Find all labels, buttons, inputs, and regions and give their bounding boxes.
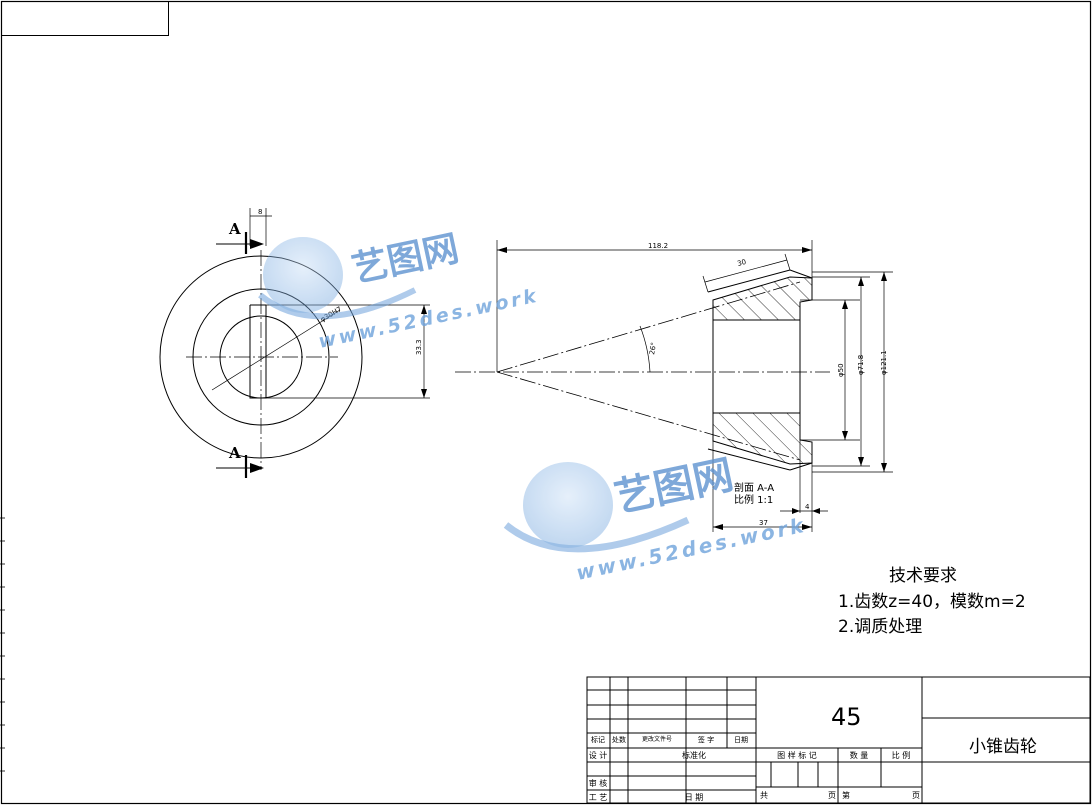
section-marker-top: A bbox=[228, 220, 241, 238]
tb-total: 共 bbox=[760, 791, 768, 800]
section-marker-bottom: A bbox=[228, 444, 241, 462]
watermark-2: 艺图网 www.52des.work bbox=[503, 452, 808, 585]
tb-design: 设 计 bbox=[588, 751, 608, 760]
tb-standardization: 标准化 bbox=[682, 751, 706, 760]
tech-requirement-1: 1.齿数z=40，模数m=2 bbox=[838, 592, 1026, 612]
left-edge-ticks bbox=[0, 517, 5, 772]
corner-box bbox=[1, 1, 169, 36]
part-name: 小锥齿轮 bbox=[969, 737, 1037, 757]
dim-pitch-angle: 26° bbox=[648, 342, 658, 356]
tb-label-sign: 签 字 bbox=[697, 736, 715, 744]
section-title: 剖面 A-A bbox=[734, 481, 774, 494]
tech-requirements-title: 技术要求 bbox=[889, 566, 957, 586]
hatch-lower bbox=[712, 412, 813, 465]
section-scale: 比例 1:1 bbox=[734, 493, 773, 506]
front-view bbox=[159, 208, 430, 478]
dim-tip-dia: φ121.1 bbox=[880, 350, 888, 375]
dim-keyway-width: 8 bbox=[258, 208, 262, 216]
tb-scale: 比 例 bbox=[891, 751, 911, 760]
tb-quantity: 数 量 bbox=[849, 751, 869, 760]
tb-page: 页 bbox=[912, 791, 920, 800]
dim-offset: 4 bbox=[805, 503, 810, 511]
material-value: 45 bbox=[831, 703, 862, 731]
tb-number: 第 bbox=[842, 791, 850, 800]
title-block-grid bbox=[586, 676, 1091, 804]
section-view bbox=[455, 240, 893, 532]
tb-label-date: 日期 bbox=[734, 736, 748, 744]
tb-review: 审 核 bbox=[588, 779, 608, 788]
watermark-1: 艺图网 www.52des.work bbox=[258, 228, 541, 353]
dim-pitch-dia: φ71.8 bbox=[857, 355, 865, 375]
tb-label-count: 处数 bbox=[612, 736, 626, 744]
watermark-1-brand: 艺图网 bbox=[348, 228, 462, 291]
tb-date: 日 期 bbox=[684, 793, 704, 802]
front-view-arrows bbox=[250, 239, 427, 473]
tb-sheet: 页 bbox=[828, 791, 836, 800]
watermark-1-site: www.52des.work bbox=[316, 285, 540, 353]
tech-requirement-2: 2.调质处理 bbox=[838, 617, 923, 637]
tb-label-mark: 标记 bbox=[591, 736, 605, 744]
tb-stage-label: 图 样 标 记 bbox=[777, 751, 817, 760]
dim-cone-distance: 118.2 bbox=[648, 242, 668, 250]
tb-label-change-doc: 更改文件号 bbox=[641, 736, 673, 743]
tb-process: 工 艺 bbox=[588, 793, 608, 802]
dim-hub-length: 37 bbox=[759, 519, 768, 527]
dim-keyway-depth: 33.3 bbox=[415, 339, 423, 355]
dim-face-width: 30 bbox=[736, 258, 747, 268]
dim-hub-dia: φ50 bbox=[837, 363, 845, 377]
watermark-2-brand: 艺图网 bbox=[611, 452, 738, 522]
hatch-upper bbox=[712, 276, 813, 321]
